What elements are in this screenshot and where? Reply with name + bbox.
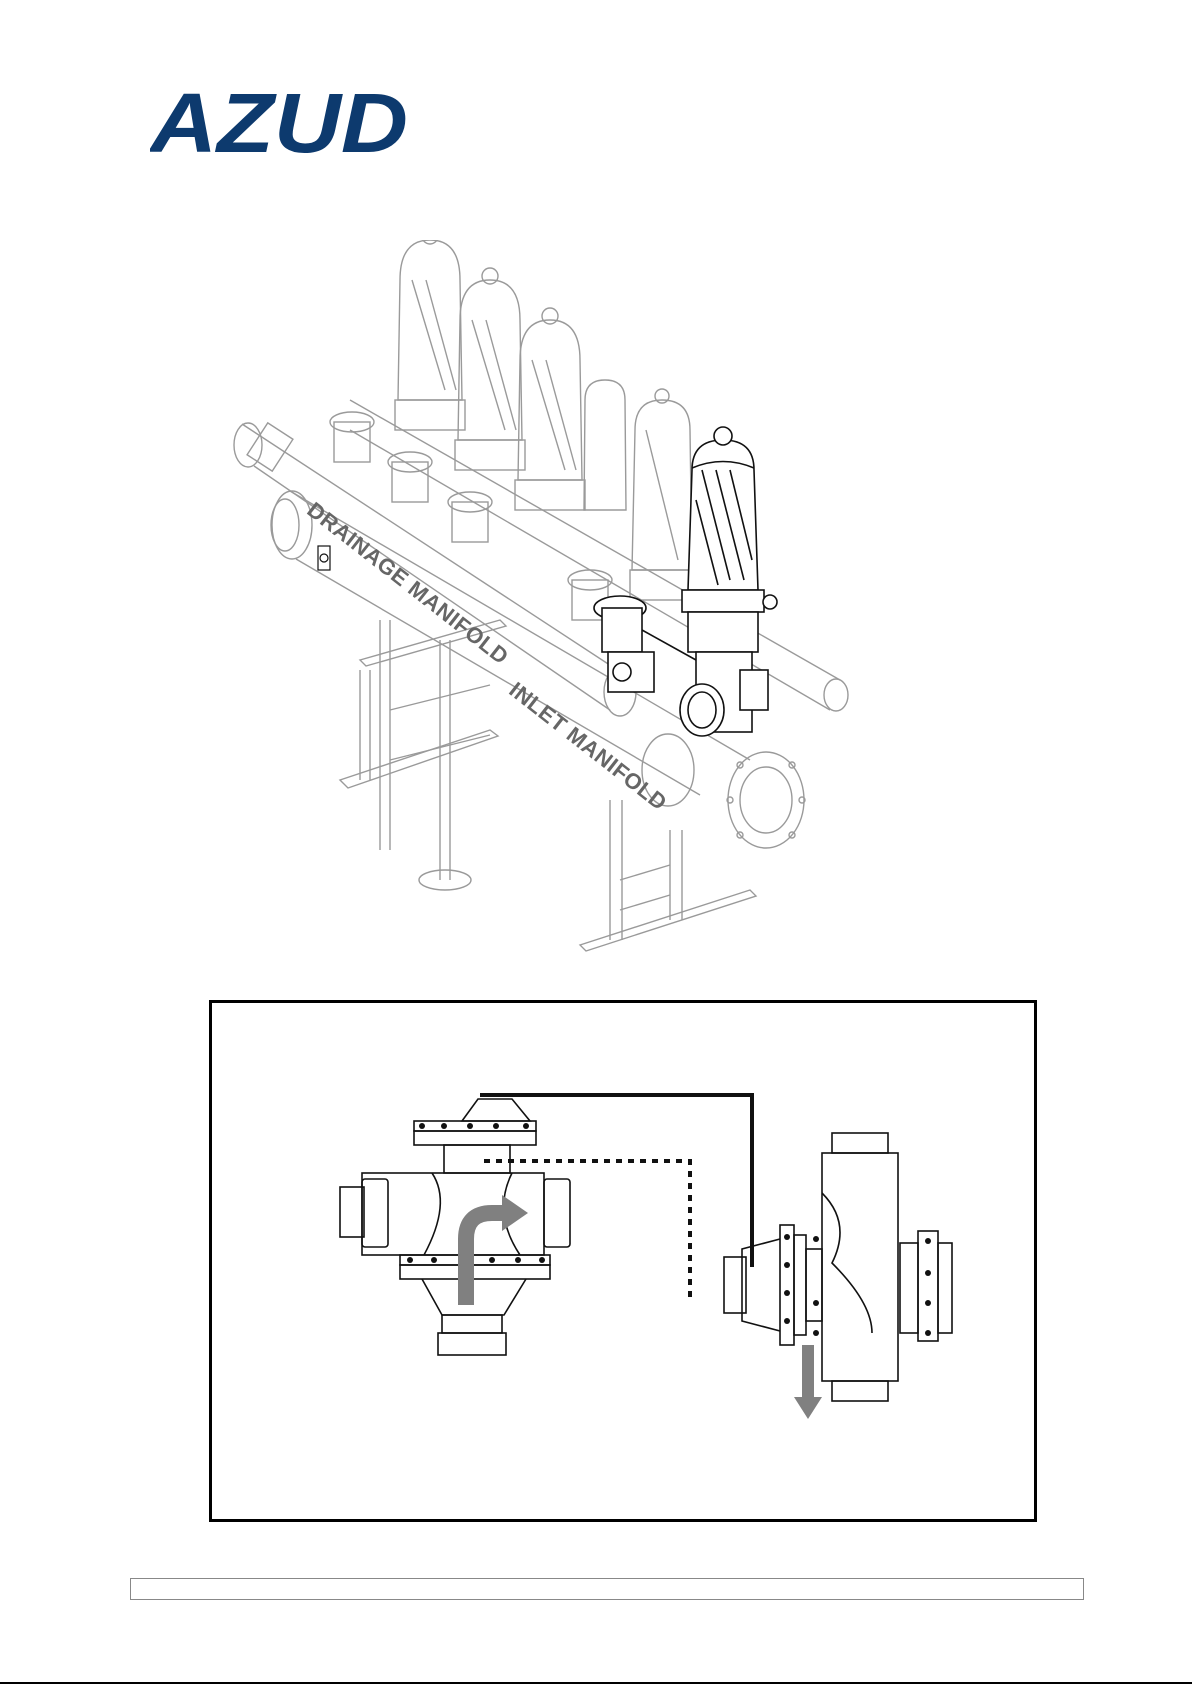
support-frame — [340, 620, 756, 951]
pressure-fitting — [318, 546, 330, 570]
three-way-valve-left — [340, 1099, 570, 1355]
bottom-rule — [0, 1682, 1192, 1684]
logo-text: AZUD — [150, 84, 408, 160]
flow-arrow-left-head — [502, 1195, 528, 1231]
flow-arrow-left — [466, 1213, 504, 1305]
outlet-manifold-pipe — [350, 400, 848, 711]
valve-detail-diagram — [209, 1000, 1037, 1522]
filter-units-faded — [395, 240, 694, 600]
footer-bar — [130, 1578, 1084, 1600]
three-way-valve-right — [724, 1133, 952, 1401]
filter-assembly-drawing — [230, 240, 910, 960]
azud-logo: AZUD — [150, 84, 412, 160]
flow-arrow-right-head — [794, 1397, 822, 1419]
valve-detail-drawing — [212, 1003, 1034, 1519]
highlighted-filter-unit — [594, 427, 777, 736]
